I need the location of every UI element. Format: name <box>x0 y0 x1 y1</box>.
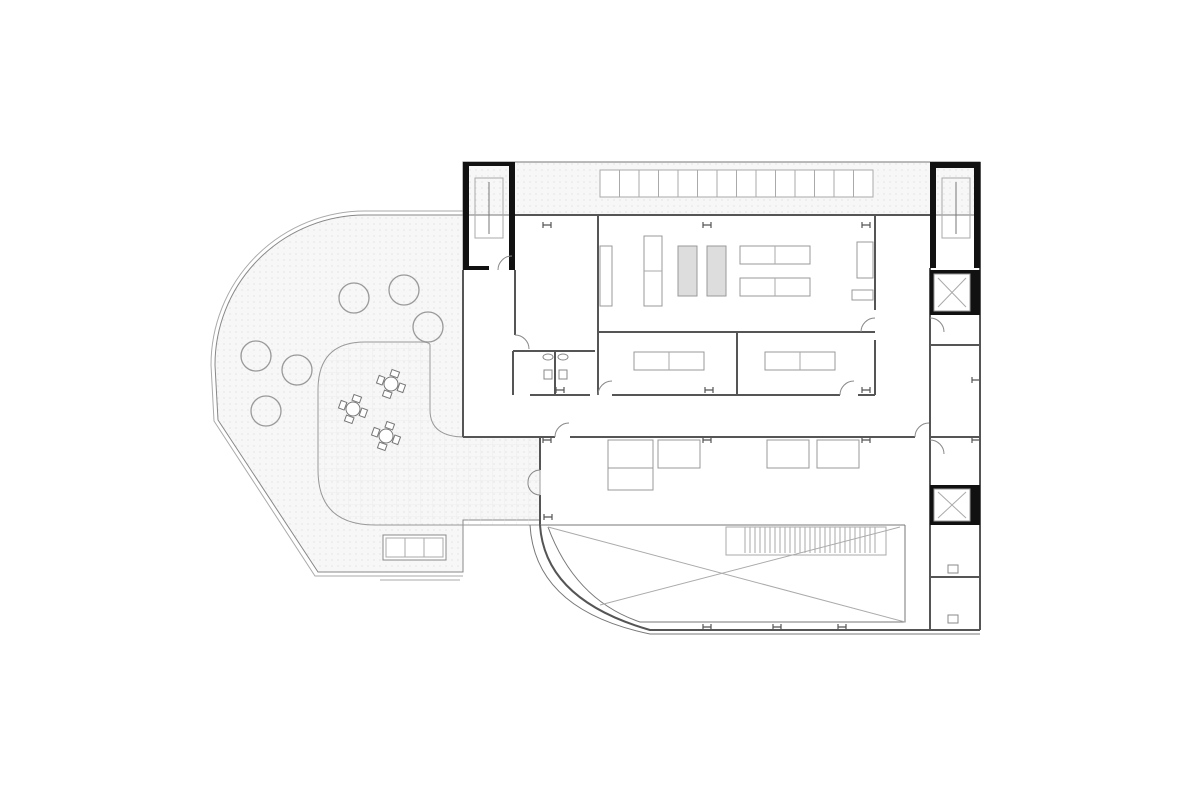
column-icon <box>543 514 553 520</box>
door-swing-icon <box>554 422 570 438</box>
table-sets <box>337 368 407 452</box>
door-swing-icon <box>860 317 876 333</box>
planter-icon <box>250 395 282 427</box>
toilet-icon <box>542 353 554 361</box>
plaza <box>317 341 541 526</box>
elevator-upper <box>930 270 980 315</box>
column-icon <box>704 387 714 393</box>
door-swing-icon <box>839 380 855 396</box>
planter-icon <box>338 282 370 314</box>
columns <box>542 222 981 630</box>
table-set-icon <box>370 420 402 452</box>
toilet-icon <box>557 353 569 361</box>
stair-core-left <box>463 162 515 270</box>
column-icon <box>702 222 712 228</box>
elevator-icon <box>937 491 967 519</box>
toilets <box>542 353 959 624</box>
column-icon <box>702 624 712 630</box>
main-stair <box>725 526 887 556</box>
skylight <box>599 169 874 198</box>
column-icon <box>861 222 871 228</box>
column-icon <box>702 437 712 443</box>
planter-icon <box>412 311 444 343</box>
door-swing-icon <box>527 469 541 496</box>
elevator-icon <box>937 277 967 308</box>
range-icon <box>706 245 727 297</box>
table-set-icon <box>375 368 407 400</box>
planter-icon <box>240 340 272 372</box>
stair-icon <box>941 177 971 239</box>
column-icon <box>861 387 871 393</box>
column-icon <box>542 222 552 228</box>
planter-icon <box>281 354 313 386</box>
door-swing-icon <box>497 255 513 271</box>
column-icon <box>837 624 847 630</box>
column-icon <box>542 437 552 443</box>
door-swing-icon <box>929 317 945 333</box>
door-swing-icon <box>514 334 530 350</box>
door-swing-icon <box>597 380 613 396</box>
door-swing-icon <box>914 422 930 438</box>
roof-band <box>462 161 981 216</box>
column-icon <box>555 387 565 393</box>
doors <box>497 255 945 496</box>
planters <box>240 274 444 427</box>
column-icon <box>971 377 981 383</box>
kitchen-fixtures <box>599 235 874 307</box>
column-icon <box>772 624 782 630</box>
door-swing-icon <box>929 439 945 455</box>
table-set-icon <box>337 393 369 425</box>
column-icon <box>971 437 981 443</box>
building-walls <box>462 162 981 635</box>
bench <box>382 534 447 561</box>
lab-benches <box>607 351 860 491</box>
column-icon <box>861 437 871 443</box>
stair-core-right <box>930 162 980 268</box>
range-icon <box>677 245 698 297</box>
elevator-lower <box>930 485 980 525</box>
planter-icon <box>388 274 420 306</box>
stair-icon <box>474 177 504 239</box>
